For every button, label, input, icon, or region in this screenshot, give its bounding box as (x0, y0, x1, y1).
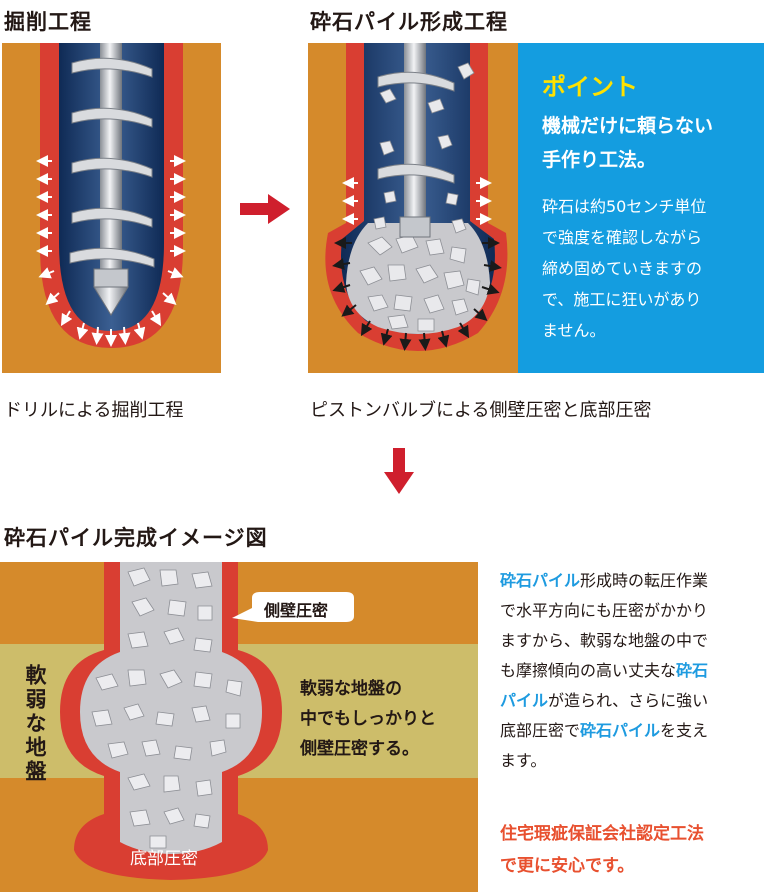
drilling-diagram (2, 43, 221, 373)
soft-ground-label: 軟弱な地盤 (23, 664, 47, 784)
forming-diagram: ポイント 機械だけに頼らない 手作り工法。 砕石は約50センチ単位 で強度を確認… (308, 43, 764, 373)
mid-text-line: 中でもしっかりと (300, 709, 436, 729)
drilling-heading: 掘削工程 (4, 10, 92, 34)
mid-text-line: 側壁圧密する。 (300, 739, 419, 759)
description-line: ますから、軟弱な地盤の中で (500, 631, 709, 650)
arrow-right-icon (240, 194, 290, 224)
drilling-illustration (2, 43, 221, 373)
mid-text: 軟弱な地盤の 中でもしっかりと 側壁圧密する。 (300, 674, 436, 764)
description-line: 底部圧密で砕石パイルを支え (500, 721, 709, 740)
forming-heading: 砕石パイル形成工程 (310, 10, 508, 34)
point-lead-line: 手作り工法。 (542, 149, 657, 171)
certification-note: 住宅瑕疵保証会社認定工法 で更に安心です。 (500, 818, 766, 882)
point-body-line: で強度を確認しながら (542, 228, 703, 247)
point-lead: 機械だけに頼らない 手作り工法。 (542, 109, 713, 177)
point-title: ポイント (542, 73, 638, 101)
mid-text-line: 軟弱な地盤の (300, 679, 402, 699)
forming-illustration (308, 43, 518, 373)
completed-illustration (0, 562, 478, 892)
description-line: パイルが造られ、さらに強い (500, 691, 709, 710)
note-line: で更に安心です。 (500, 856, 635, 876)
point-body-line: で、施工に狂いがあり (542, 290, 702, 309)
description-line: も摩擦傾向の高い丈夫な砕石 (500, 661, 709, 680)
side-compaction-callout: 側壁圧密 (264, 601, 329, 620)
point-box: ポイント 機械だけに頼らない 手作り工法。 砕石は約50センチ単位 で強度を確認… (518, 43, 764, 373)
bottom-compaction-callout: 底部圧密 (130, 849, 198, 869)
drilling-caption: ドリルによる掘削工程 (4, 400, 184, 421)
point-body-line: 砕石は約50センチ単位 (542, 197, 707, 216)
description-line: ます。 (500, 751, 547, 770)
forming-caption: ピストンバルブによる側壁圧密と底部圧密 (310, 400, 652, 421)
point-lead-line: 機械だけに頼らない (542, 115, 714, 137)
point-body: 砕石は約50センチ単位 で強度を確認しながら 締め固めていきますの で、施工に狂… (542, 191, 706, 346)
point-body-line: ません。 (542, 321, 606, 340)
description-line: 砕石パイル形成時の転圧作業 (500, 571, 709, 590)
description-line: で水平方向にも圧密がかかり (500, 601, 709, 620)
completed-diagram: 側壁圧密 軟弱な地盤 軟弱な地盤の 中でもしっかりと 側壁圧密する。 底部圧密 (0, 562, 478, 892)
point-body-line: 締め固めていきますの (542, 259, 703, 278)
completed-heading: 砕石パイル完成イメージ図 (4, 526, 268, 550)
arrow-down-icon (384, 448, 414, 494)
note-line: 住宅瑕疵保証会社認定工法 (500, 824, 704, 844)
description: 砕石パイル形成時の転圧作業 で水平方向にも圧密がかかり ますから、軟弱な地盤の中… (500, 566, 766, 776)
